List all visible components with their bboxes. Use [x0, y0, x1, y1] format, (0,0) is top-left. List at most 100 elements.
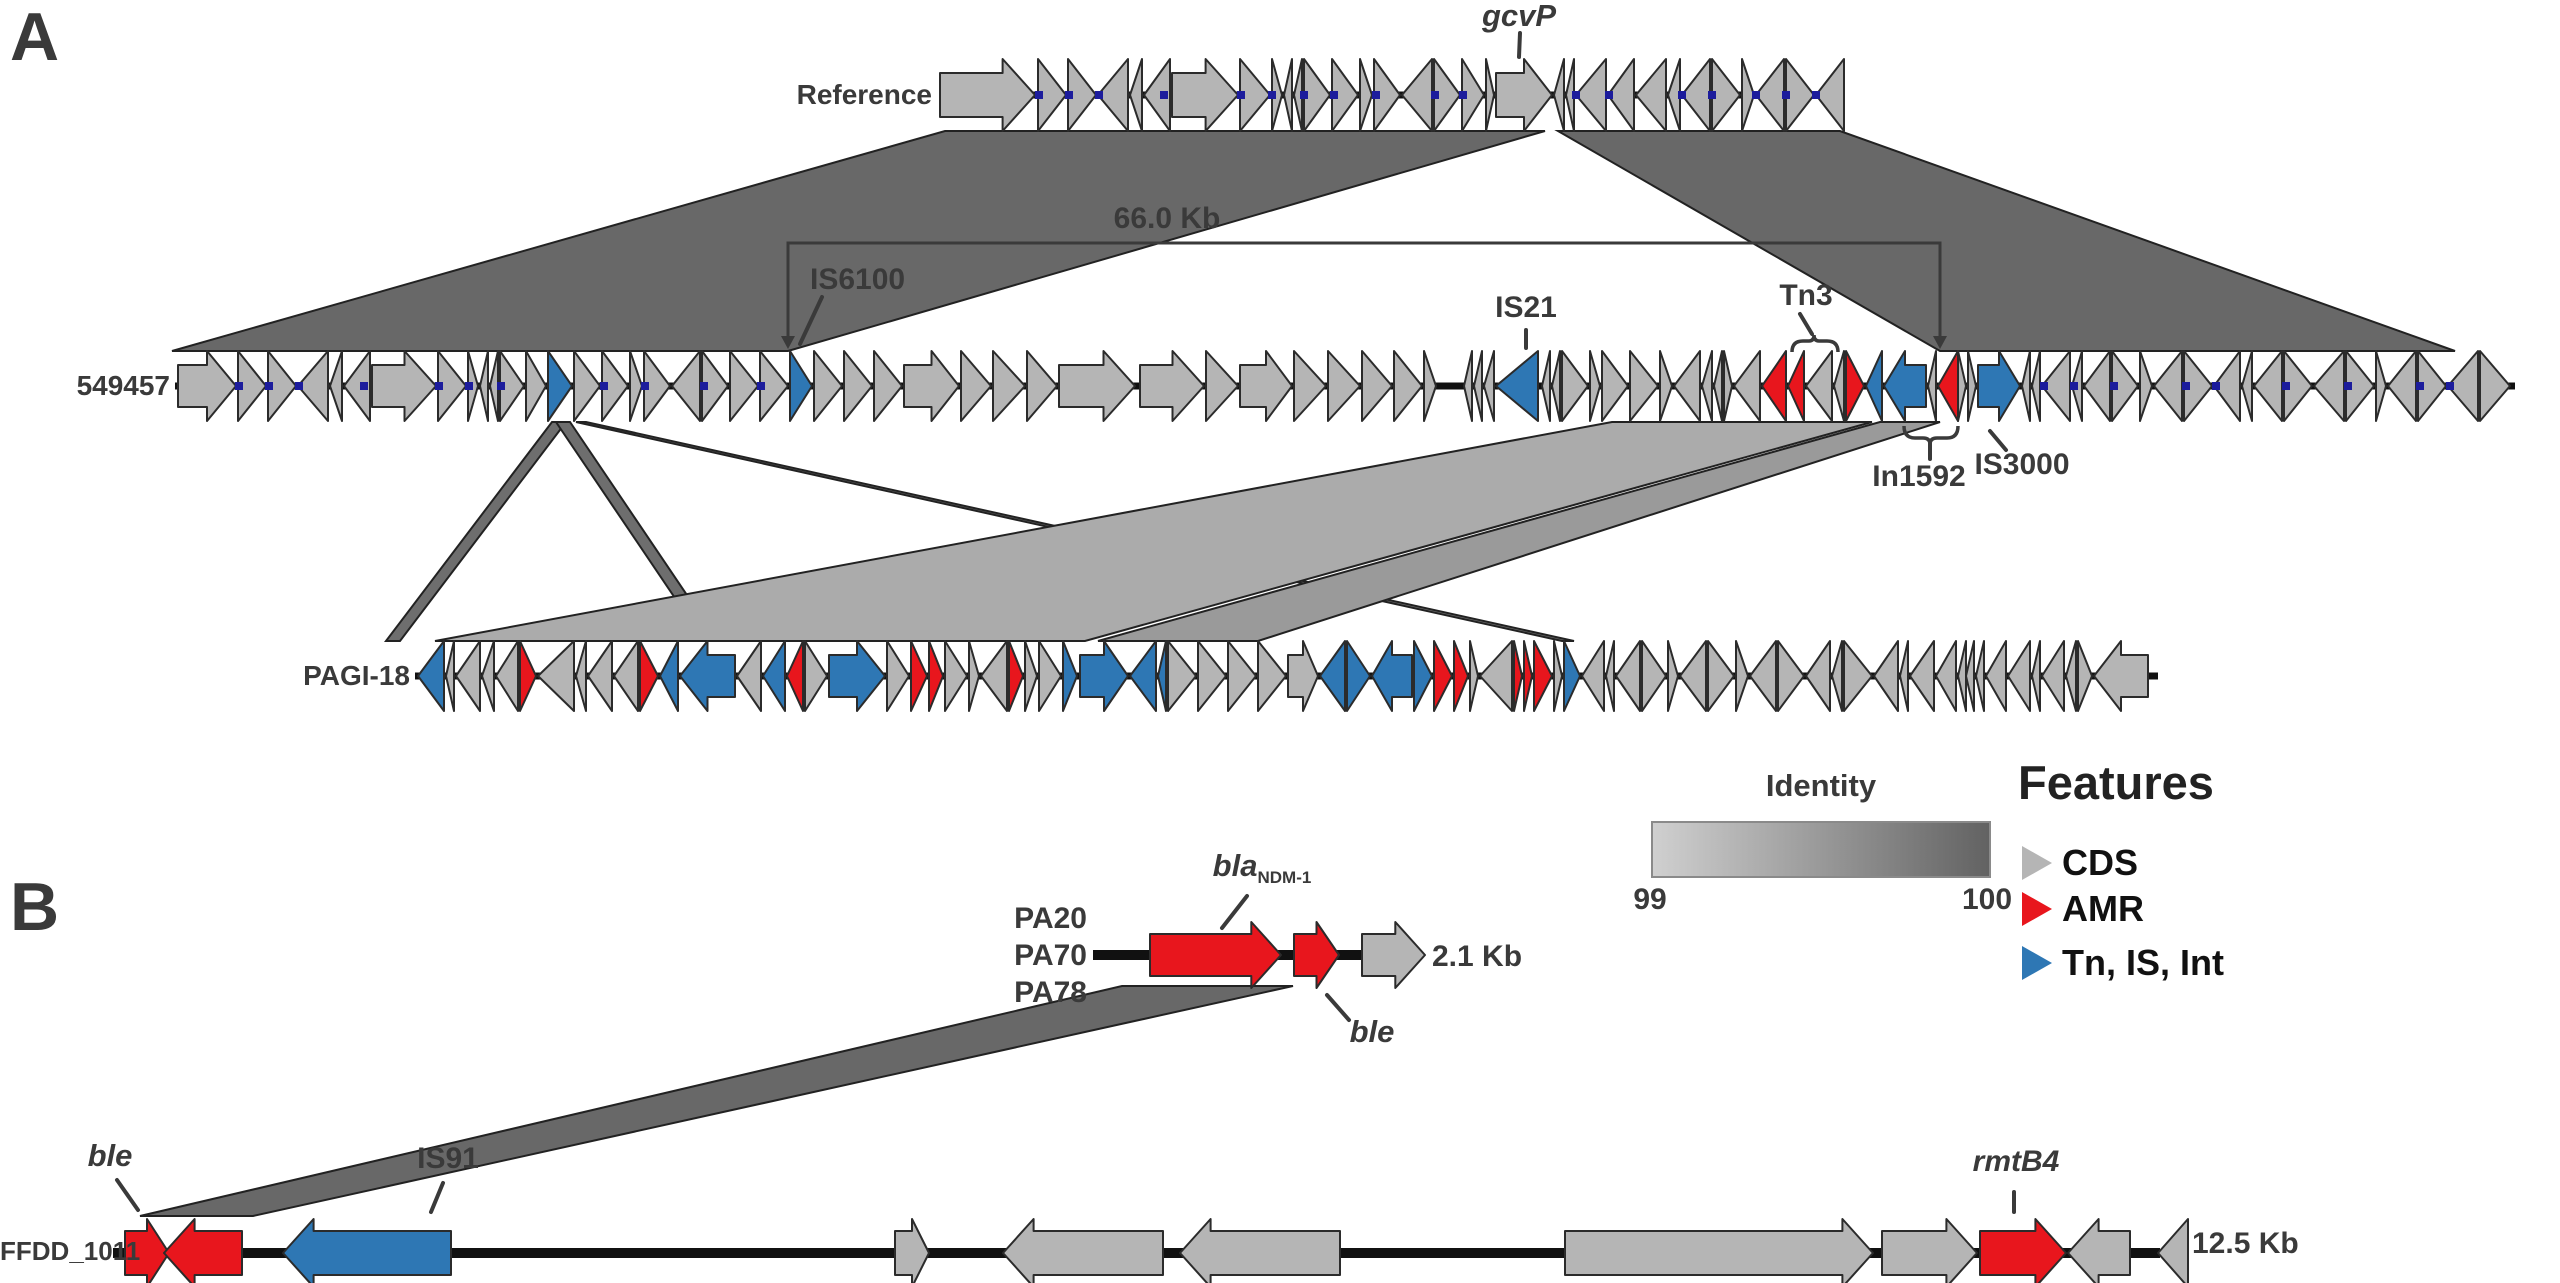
bracket-66kb — [786, 241, 1942, 336]
pagi18-gene-amr-arrow — [1533, 640, 1553, 712]
t549457-gene-amr-arrow — [1845, 350, 1865, 422]
reference-marker-dot — [1095, 91, 1103, 99]
t549457-gene-cds-arrow — [992, 350, 1026, 422]
reference-gene-cds-arrow — [1755, 58, 1785, 132]
is91-pointer — [429, 1181, 445, 1214]
reference-marker-dot — [1300, 91, 1308, 99]
gene-label-ble-top: ble — [1349, 1014, 1395, 1049]
t549457-gene-cds-arrow — [1205, 350, 1239, 422]
t549457-gene-cds-arrow — [729, 350, 759, 422]
track-label-pa70: PA70 — [1014, 939, 1087, 972]
pagi18-gene-cds-arrow — [1167, 640, 1197, 712]
reference-marker-dot — [1708, 91, 1716, 99]
pagi18-gene-mob-arrow — [1319, 640, 1346, 712]
band-ref-left — [171, 130, 1546, 352]
t549457-gene-amr-arrow — [1761, 350, 1787, 422]
pagi18-gene-cds-arrow — [1024, 640, 1038, 712]
identity-gradient-bar — [1651, 821, 1991, 878]
reference-marker-dot — [1372, 91, 1380, 99]
t549457-gene-cds-arrow — [479, 350, 489, 422]
reference-marker-dot — [1330, 91, 1338, 99]
annotation-is6100: IS6100 — [810, 263, 906, 296]
t549457-gene-cds-arrow — [1293, 350, 1327, 422]
ffdd1011-gene-amr-arrow — [1979, 1218, 2067, 1283]
pa-cluster-gene-amr-arrow — [1293, 921, 1340, 989]
tn3-stem — [1798, 312, 1814, 336]
pagi18-gene-cds-arrow — [1615, 640, 1641, 712]
pagi18-gene-amr-arrow — [1523, 640, 1533, 712]
reference-gene-cds-arrow — [1635, 58, 1667, 132]
pagi18-gene-cds-arrow — [1749, 640, 1777, 712]
track-label-ffdd1011: FFDD_1011 — [0, 1236, 141, 1266]
t549457-gene-cds-arrow — [2031, 350, 2041, 422]
reference-gene-cds-arrow — [1607, 58, 1635, 132]
reference-gene-cds-arrow — [1553, 58, 1565, 132]
annotation-tn3: Tn3 — [1779, 279, 1833, 312]
annotation-is21: IS21 — [1495, 291, 1557, 324]
t549457-gene-mob-arrow — [1977, 350, 2021, 422]
pagi18-gene-cds-arrow — [1843, 640, 1873, 712]
t549457-gene-cds-arrow — [1833, 350, 1845, 422]
legend-item-cds: CDS — [2022, 842, 2138, 884]
t549457-gene-cds-arrow — [2139, 350, 2153, 422]
pagi18-gene-mob-arrow — [1371, 640, 1413, 712]
pagi18-gene-cds-arrow — [1641, 640, 1667, 712]
ffdd1011-gene-cds-arrow — [1881, 1218, 1978, 1283]
scale-label-2-1kb: 2.1 Kb — [1432, 940, 1523, 973]
t549457-gene-mob-arrow — [789, 350, 813, 422]
t549457-gene-cds-arrow — [1473, 350, 1483, 422]
t549457-marker-dot — [700, 382, 708, 390]
t549457-gene-cds-arrow — [2213, 350, 2241, 422]
t549457-gene-cds-arrow — [1139, 350, 1205, 422]
track-label-pagi18: PAGI-18 — [303, 660, 410, 691]
pagi18-gene-amr-arrow — [928, 640, 944, 712]
t549457-gene-cds-arrow — [2375, 350, 2387, 422]
t549457-gene-cds-arrow — [177, 350, 237, 422]
t549457-gene-mob-arrow — [1865, 350, 1883, 422]
pagi18-gene-mob-arrow — [1157, 640, 1167, 712]
pagi18-gene-cds-arrow — [1965, 640, 1975, 712]
band-wide-light — [434, 421, 1873, 642]
pagi18-gene-cds-arrow — [1935, 640, 1957, 712]
reference-marker-dot — [1268, 91, 1276, 99]
pagi18-gene-cds-arrow — [537, 640, 575, 712]
is3000-pointer — [1988, 429, 2008, 452]
t549457-gene-cds-arrow — [873, 350, 903, 422]
track-label-549457: 549457 — [76, 370, 170, 401]
pagi18-gene-cds-arrow — [2093, 640, 2149, 712]
legend-features-title: Features — [2018, 756, 2214, 809]
t549457-gene-cds-arrow — [1541, 350, 1551, 422]
ffdd1011-gene-amr-arrow — [124, 1218, 170, 1283]
bla-subscript: NDM-1 — [1257, 868, 1312, 888]
scale-label-66kb: 66.0 Kb — [1113, 202, 1221, 235]
pagi18-gene-mob-arrow — [1062, 640, 1078, 712]
reference-gene-cds-arrow — [1785, 58, 1815, 132]
t549457-gene-cds-arrow — [1423, 350, 1437, 422]
pagi18-gene-mob-arrow — [1079, 640, 1129, 712]
t549457-marker-dot — [2110, 382, 2118, 390]
track-label-pa20: PA20 — [1014, 902, 1087, 935]
t549457-marker-dot — [757, 382, 765, 390]
t549457-gene-cds-arrow — [2387, 350, 2417, 422]
pagi18-gene-mob-arrow — [1413, 640, 1433, 712]
pagi18-gene-mob-arrow — [679, 640, 736, 712]
t549457-gene-cds-arrow — [2083, 350, 2111, 422]
pagi18-gene-amr-arrow — [1008, 640, 1024, 712]
pagi18-gene-cds-arrow — [1777, 640, 1805, 712]
t549457-marker-dot — [497, 382, 505, 390]
ble-bottom-pointer — [115, 1178, 140, 1212]
t549457-marker-dot — [2212, 382, 2220, 390]
pagi18-gene-cds-arrow — [1957, 640, 1967, 712]
t549457-gene-mob-arrow — [1883, 350, 1927, 422]
pagi18-gene-cds-arrow — [944, 640, 968, 712]
reference-gene-cds-arrow — [1283, 58, 1293, 132]
t549457-gene-cds-arrow — [1463, 350, 1473, 422]
pagi18-gene-cds-arrow — [886, 640, 910, 712]
reference-gene-cds-arrow — [1485, 58, 1495, 132]
pagi18-gene-cds-arrow — [455, 640, 481, 712]
pagi18-gene-cds-arrow — [1479, 640, 1513, 712]
amr-arrow-icon — [2022, 892, 2052, 926]
pagi18-gene-mob-arrow — [1346, 640, 1371, 712]
t549457-gene-cds-arrow — [1561, 350, 1589, 422]
